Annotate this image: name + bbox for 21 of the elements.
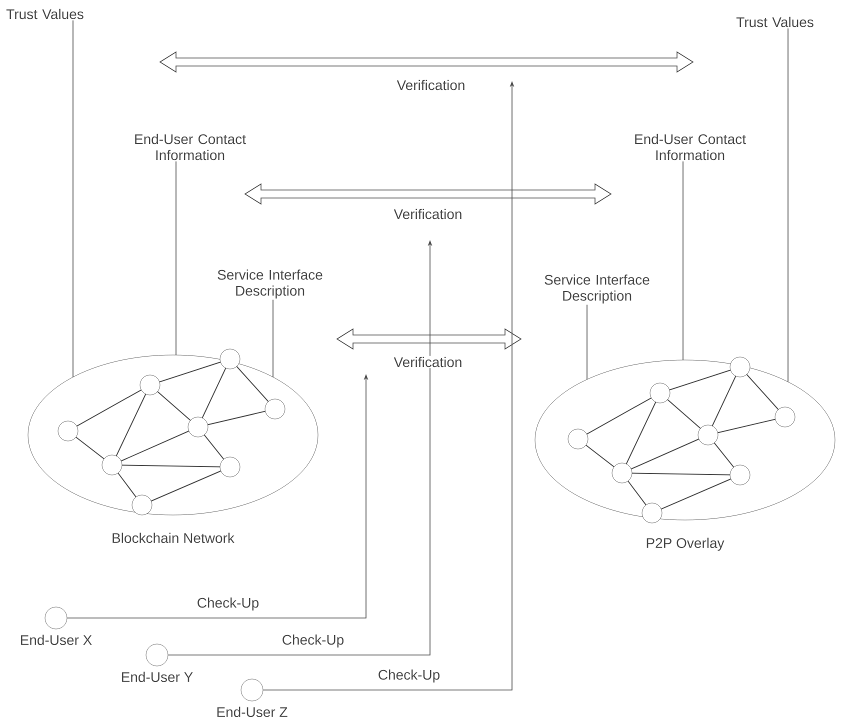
arrow-label: Verification [396,78,466,92]
arrow-label: Verification [392,356,464,368]
node-label: P2P Overlay [646,538,724,551]
leader-line [682,160,684,360]
node-label: Blockchain Network [112,532,234,544]
leader-line [272,299,274,378]
leader-text: Trust Values [6,8,84,20]
leader-line [72,20,74,378]
leader-text: Trust Values [736,16,814,28]
edge-label: Check-Up [280,633,346,649]
leader-text: Service Interface Description [544,274,650,304]
edge-label: Check-Up [376,668,442,684]
node-label: End-User Y [122,672,193,682]
leader-text: End-User Contact Information [135,134,246,160]
leader-text: End-User Contact Information [635,134,746,160]
edge-label: Check-Up [196,596,260,612]
leader-line [586,304,588,380]
node-label: End-User X [20,634,92,646]
node-label: End-User Z [217,706,288,718]
arrow-label: Verification [392,208,464,220]
leader-text: Service Interface Description [218,269,322,299]
